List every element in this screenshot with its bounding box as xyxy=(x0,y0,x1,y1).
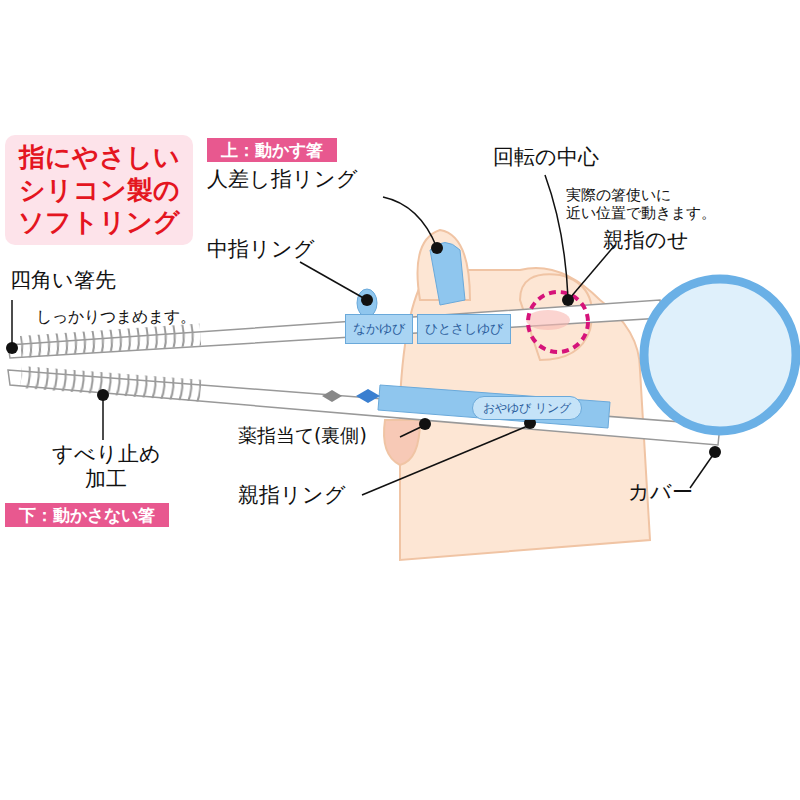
middle-ring xyxy=(357,289,377,317)
rotation-circle xyxy=(528,292,588,352)
grip-texture xyxy=(20,366,201,402)
node-text: おやゆび リング xyxy=(483,401,571,415)
diamond-mark xyxy=(322,390,342,402)
part-label: 回転の中心 xyxy=(493,145,599,170)
ring-band: ひとさしゆび xyxy=(417,314,511,344)
part-label: 親指リング xyxy=(238,483,346,508)
grip-texture xyxy=(20,323,201,358)
index-ring xyxy=(430,243,465,306)
part-label: 中指リング xyxy=(207,237,315,262)
diamond-mark xyxy=(356,389,380,403)
part-label: 実際の箸使いに 近い位置で動きます。 xyxy=(566,186,741,222)
cover xyxy=(644,279,796,431)
title-band: 下：動かさない箸 xyxy=(5,503,169,527)
ring-finger xyxy=(384,420,420,465)
part-label: 親指のせ xyxy=(603,228,689,253)
leader-dots xyxy=(6,242,721,458)
part-label: 人差し指リング xyxy=(207,167,358,192)
ring-band: なかゆび xyxy=(345,314,413,344)
node-text: なかゆび xyxy=(353,321,405,337)
part-label: しっかりつまめます。 xyxy=(36,307,196,326)
title-band: 上：動かす箸 xyxy=(207,138,337,162)
node-text: 下：動かさない箸 xyxy=(19,505,155,525)
part-label: 薬指当て(裏側) xyxy=(238,424,367,447)
lower-band xyxy=(378,385,610,428)
ring-band: おやゆび リング xyxy=(472,396,582,420)
upper-chopstick xyxy=(8,300,662,358)
node-text: 上：動かす箸 xyxy=(221,140,323,160)
node-text: 指にやさしい シリコン製の ソフトリング xyxy=(13,141,185,239)
feature-box: 指にやさしい シリコン製の ソフトリング xyxy=(5,135,193,245)
part-label: カバー xyxy=(628,480,693,505)
node-text: ひとさしゆび xyxy=(425,321,503,337)
thumb-rest xyxy=(526,310,570,330)
part-label: 四角い箸先 xyxy=(10,268,116,293)
part-label: すべり止め 加工 xyxy=(46,442,166,492)
